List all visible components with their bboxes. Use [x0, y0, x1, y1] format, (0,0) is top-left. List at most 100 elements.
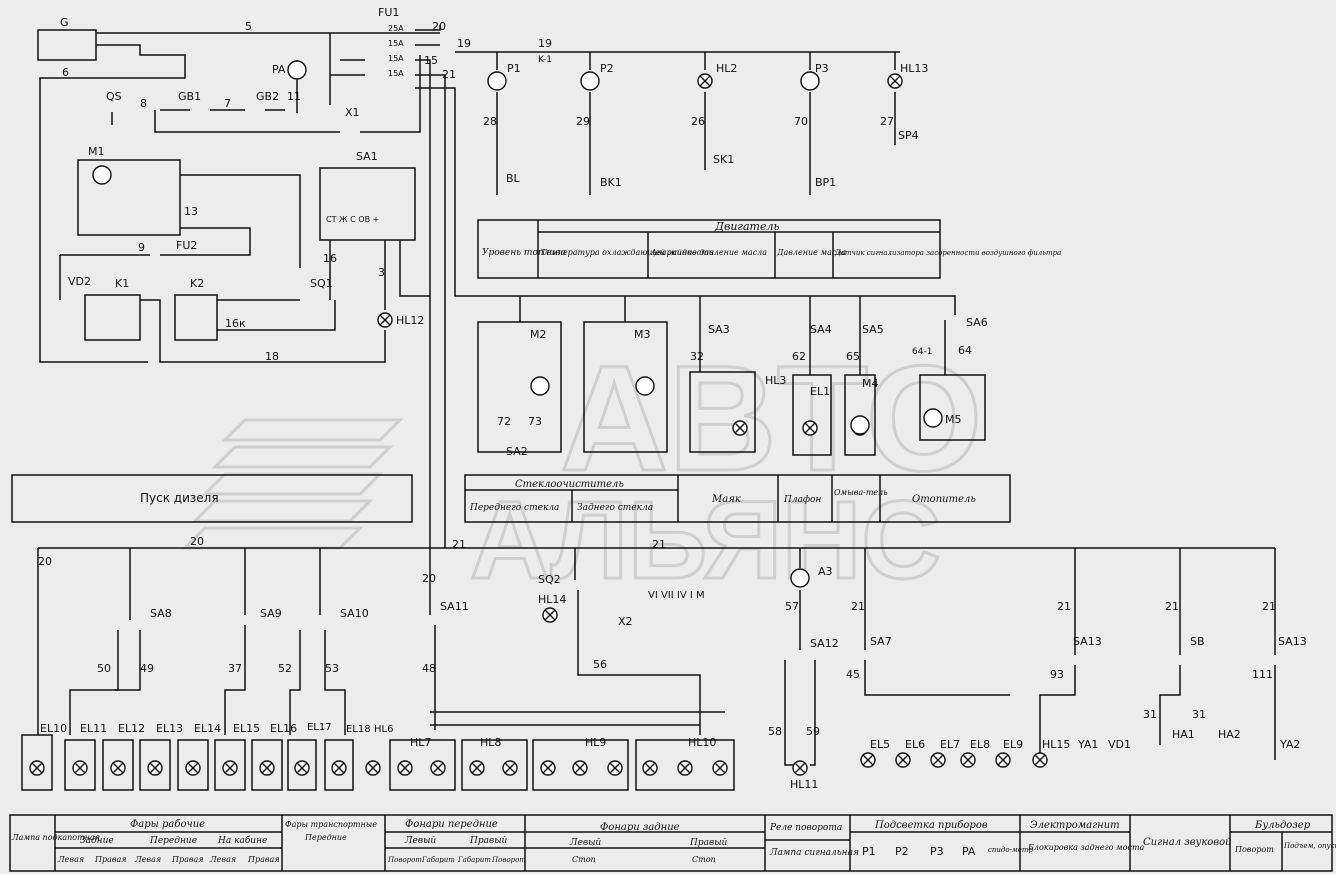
- bottom-table: Лампа подкапотная Фары рабочие Задние Пе…: [11, 819, 1336, 864]
- label-M4: M4: [862, 377, 879, 390]
- lamp-symbols: [29, 60, 1048, 776]
- lamp-cross: [367, 762, 379, 774]
- wire-45: 45: [846, 668, 860, 681]
- label-SQ1: SQ1: [310, 277, 333, 290]
- label-SA1: SA1: [356, 150, 378, 163]
- tbl-pa: PA: [962, 845, 976, 858]
- wire-31a: 31: [1143, 708, 1157, 721]
- tbl-gab-2: Габарит: [457, 856, 491, 864]
- panel-beacon: Маяк: [711, 494, 741, 505]
- wire-57: 57: [785, 600, 799, 613]
- label-M3: M3: [634, 328, 651, 341]
- label-SA7: SA7: [870, 635, 892, 648]
- wire-21: 21: [442, 68, 456, 81]
- lamp-cross: [542, 762, 554, 774]
- lamp-cross: [112, 762, 124, 774]
- wire-49: 49: [140, 662, 154, 675]
- gauge-symbol: [530, 376, 550, 396]
- wire-13: 13: [184, 205, 198, 218]
- label-EL8: EL8: [970, 738, 990, 751]
- label-EL9: EL9: [1003, 738, 1023, 751]
- label-fuse-15a-1: 15A: [388, 39, 404, 48]
- label-SA3: SA3: [708, 323, 730, 336]
- wire-27: 27: [880, 115, 894, 128]
- gauge-symbol: [287, 60, 307, 80]
- label-HL10: HL10: [688, 736, 716, 749]
- gauge-symbol: [790, 568, 810, 588]
- panel-washer: Омыва-тель: [834, 488, 888, 497]
- label-BL: BL: [506, 172, 521, 185]
- lamp-cross: [699, 75, 711, 87]
- tbl-front: Передние: [149, 836, 197, 846]
- label-EL15: EL15: [233, 722, 260, 735]
- label-BP1: BP1: [815, 176, 836, 189]
- label-VD1: VD1: [1108, 738, 1131, 751]
- lamp-cross: [31, 762, 43, 774]
- label-EL7: EL7: [940, 738, 960, 751]
- label-SB: SB: [1190, 635, 1205, 648]
- tbl-right-3: Правая: [247, 855, 280, 864]
- tbl-cab: На кабине: [217, 835, 267, 846]
- lamp-cross: [544, 609, 556, 621]
- tbl-dozer: Бульдозер: [1254, 820, 1311, 831]
- label-P3: P3: [815, 62, 829, 75]
- tbl-dozer-turn: Поворот: [1234, 845, 1274, 854]
- wire-58: 58: [768, 725, 782, 738]
- lamp-cross: [862, 754, 874, 766]
- lamp-cross: [794, 762, 806, 774]
- label-SA6: SA6: [966, 316, 988, 329]
- wire-111: 111: [1252, 668, 1273, 681]
- tbl-left-2: Левая: [134, 855, 161, 864]
- label-fuse-15a-2: 15A: [388, 54, 404, 63]
- lamp-cross: [679, 762, 691, 774]
- tbl-stop-2: Стоп: [692, 855, 716, 864]
- label-SA4: SA4: [810, 323, 832, 336]
- gauge-symbol: [635, 376, 655, 396]
- label-EL14: EL14: [194, 722, 221, 735]
- panel-start-diesel: Пуск дизеля: [140, 491, 219, 505]
- label-SA10: SA10: [340, 607, 369, 620]
- label-x2-pins: VI VII IV I M: [648, 590, 705, 601]
- label-EL17: EL17: [307, 722, 332, 733]
- label-GB1: GB1: [178, 90, 201, 103]
- label-HL13: HL13: [900, 62, 928, 75]
- label-YA2: YA2: [1279, 738, 1300, 751]
- wire-3: 3: [378, 266, 385, 279]
- label-HL7: HL7: [410, 736, 431, 749]
- label-QS: QS: [106, 90, 122, 103]
- lamp-cross: [644, 762, 656, 774]
- lamp-cross: [224, 762, 236, 774]
- tbl-p3: P3: [930, 845, 944, 858]
- label-EL13: EL13: [156, 722, 183, 735]
- gauge-symbol: [800, 71, 820, 91]
- engine-oil-alarm: Аварийное давление масла: [650, 248, 767, 257]
- lamp-cross: [149, 762, 161, 774]
- tbl-fl-right: Правый: [469, 836, 508, 846]
- label-BK1: BK1: [600, 176, 622, 189]
- lamp-cross: [1034, 754, 1046, 766]
- wire-20: 20: [432, 20, 446, 33]
- wire-20-left: 20: [38, 555, 52, 568]
- label-X1: X1: [345, 106, 360, 119]
- panel-front-glass: Переднего стекла: [469, 503, 559, 513]
- tbl-right-1: Правая: [94, 855, 127, 864]
- lamp-cross: [714, 762, 726, 774]
- mid-panel: Пуск дизеля Стеклоочиститель Переднего с…: [140, 479, 976, 513]
- wires: [9, 25, 1333, 872]
- tbl-fl-left: Левый: [404, 836, 436, 846]
- wire-11: 11: [287, 90, 301, 103]
- gauge-symbol: [923, 408, 943, 428]
- label-M1: M1: [88, 145, 105, 158]
- label-HL2: HL2: [716, 62, 737, 75]
- label-fuse-25a: 25A: [388, 24, 404, 33]
- tbl-speedo: спидо-метр: [988, 846, 1034, 854]
- label-P2: P2: [600, 62, 614, 75]
- wire-29: 29: [576, 115, 590, 128]
- tbl-transport: Фары транспортные: [285, 820, 377, 829]
- wire-59: 59: [806, 725, 820, 738]
- label-FU2: FU2: [176, 239, 197, 252]
- lamp-cross: [609, 762, 621, 774]
- wire-21-sa13: 21: [1057, 600, 1071, 613]
- engine-title: Двигатель: [714, 220, 779, 233]
- label-M2: M2: [530, 328, 547, 341]
